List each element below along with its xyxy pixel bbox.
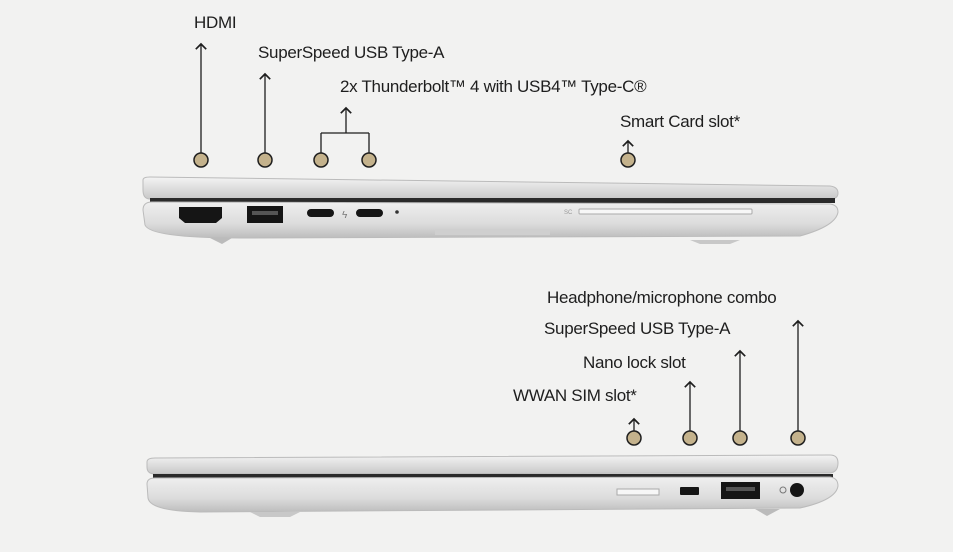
led-icon <box>395 210 399 214</box>
audio-jack-icon <box>790 483 804 497</box>
label-hdmi: HDMI <box>194 13 237 32</box>
callout-dot-usb-a-right <box>732 430 748 446</box>
callout-lines <box>195 42 804 431</box>
callout-dot-hdmi <box>193 152 209 168</box>
callout-dot-nano-lock <box>682 430 698 446</box>
headphone-icon <box>779 486 787 494</box>
sim-slot-icon <box>616 488 660 496</box>
callout-dot-usb-a <box>257 152 273 168</box>
usb-c-port-icon <box>307 209 334 217</box>
label-usb-a: SuperSpeed USB Type-A <box>258 43 445 62</box>
vent-icon <box>435 229 550 235</box>
usb-c-port-icon <box>356 209 383 217</box>
callout-dot-headphone <box>790 430 806 446</box>
label-usb-a-right: SuperSpeed USB Type-A <box>544 319 731 338</box>
hdmi-port-icon <box>179 207 222 223</box>
label-thunderbolt: 2x Thunderbolt™ 4 with USB4™ Type-C® <box>340 77 647 96</box>
callout-dot-thunderbolt-1 <box>313 152 329 168</box>
label-smart-card: Smart Card slot* <box>620 112 740 131</box>
callout-dot-thunderbolt-2 <box>361 152 377 168</box>
label-nano-lock: Nano lock slot <box>583 353 686 372</box>
svg-text:ϟ: ϟ <box>342 210 348 221</box>
nano-lock-icon <box>680 487 699 495</box>
label-headphone: Headphone/microphone combo <box>547 288 777 307</box>
svg-text:SC: SC <box>564 210 573 216</box>
laptop-right-side <box>146 454 839 517</box>
label-wwan-sim: WWAN SIM slot* <box>513 386 637 405</box>
smart-card-slot-icon <box>578 208 753 215</box>
callout-dot-wwan-sim <box>626 430 642 446</box>
callout-dot-smart-card <box>620 152 636 168</box>
laptop-left-side: ϟ SC <box>142 176 839 244</box>
